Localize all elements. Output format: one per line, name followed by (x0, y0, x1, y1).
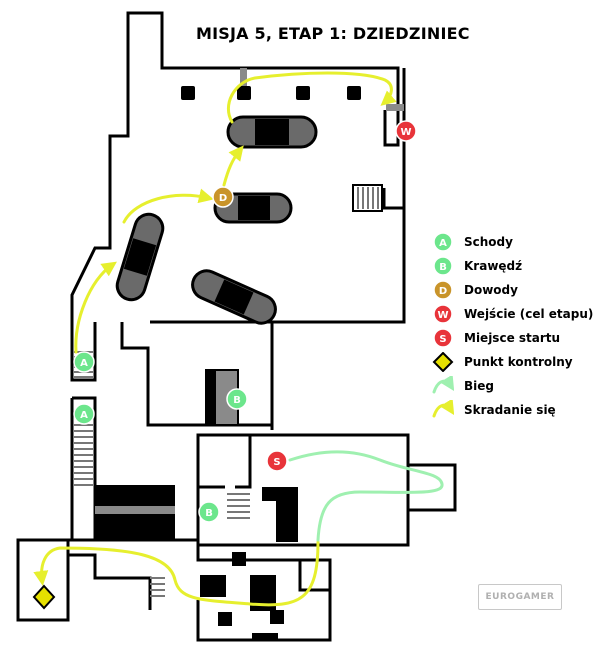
svg-text:W: W (437, 310, 448, 321)
lower-west-corridor (68, 538, 332, 642)
svg-text:B: B (233, 395, 241, 406)
pillar-lower (218, 612, 232, 626)
stairs-west-lower (74, 424, 93, 486)
sneak-path-3 (222, 145, 244, 187)
legend-label: Skradanie się (464, 403, 556, 417)
map-title: MISJA 5, ETAP 1: DZIEDZINIEC (196, 24, 470, 43)
legend-label: Schody (464, 235, 513, 249)
run-arrow-icon (432, 376, 454, 394)
west-wall-lower (70, 322, 97, 382)
legend-label: Dowody (464, 283, 518, 297)
sneak-path-4 (226, 71, 397, 124)
svg-text:A: A (80, 358, 88, 369)
run-paths (288, 450, 444, 542)
marker-w: W (395, 120, 417, 142)
legend-label: Bieg (464, 379, 494, 393)
marker-b-upper: B (226, 388, 248, 410)
checkpoint-diamond-icon (32, 584, 56, 610)
lower-room-east (196, 433, 410, 547)
grey-strip (95, 506, 175, 514)
marker-a-icon: A (433, 232, 453, 252)
lower-room-annex (408, 463, 457, 512)
vehicles (115, 115, 318, 325)
lower-west-floor (68, 553, 152, 610)
legend-item-start: S Miejsce startu (432, 328, 560, 348)
diamond-icon (432, 352, 454, 372)
lower-details (95, 485, 298, 641)
vehicle-2 (213, 192, 293, 224)
black-block-door (276, 487, 298, 542)
doorway-north (240, 68, 247, 90)
pillar (296, 86, 310, 100)
stairs-lower-west (150, 577, 165, 597)
marker-d-icon: D (433, 280, 453, 300)
sneak-paths (33, 71, 397, 607)
marker-a-lower: A (73, 403, 95, 425)
svg-text:W: W (400, 127, 411, 138)
pillar (181, 86, 195, 100)
legend-item-run: Bieg (432, 376, 494, 396)
marker-w-icon: W (433, 304, 453, 324)
legend-label: Miejsce startu (464, 331, 561, 345)
black-block-lower (200, 575, 226, 597)
legend-label: Wejście (cel etapu) (464, 307, 594, 321)
lower-west-room (16, 538, 70, 622)
pillar (347, 86, 361, 100)
upper-walls (70, 11, 406, 542)
pillar (237, 86, 251, 100)
run-path-1 (288, 450, 444, 542)
black-block-small (262, 487, 276, 501)
vehicle-1 (226, 115, 318, 149)
lower-annex-south (298, 560, 330, 592)
sneak-path-2 (122, 188, 214, 224)
map-markers: A A B B D W S (32, 120, 417, 610)
marker-a-upper: A (73, 351, 95, 373)
marker-b-lower: B (198, 501, 220, 523)
marker-s: S (266, 450, 288, 472)
marker-d: D (212, 186, 234, 208)
outer-wall-west (70, 11, 400, 322)
doorway-east (386, 104, 404, 111)
svg-text:B: B (439, 262, 447, 273)
interior-partition (235, 435, 252, 489)
vehicle-4 (115, 212, 165, 302)
inner-wall-east (382, 188, 404, 210)
stairs-lower-mid (227, 493, 250, 519)
south-wing (120, 322, 272, 427)
legend-label: Krawędź (464, 259, 523, 273)
marker-b-icon: B (433, 256, 453, 276)
sneak-path-1 (74, 261, 117, 354)
legend-label: Punkt kontrolny (464, 355, 573, 369)
pillars (181, 86, 361, 100)
black-block-bottom (252, 633, 278, 641)
legend-item-checkpoint: Punkt kontrolny (432, 352, 573, 372)
legend-item-entrance: W Wejście (cel etapu) (432, 304, 593, 324)
sneak-path-5 (33, 540, 320, 607)
legend-item-stairs: A Schody (432, 232, 513, 252)
svg-text:S: S (439, 334, 446, 345)
marker-s-icon: S (433, 328, 453, 348)
eurogamer-watermark: EUROGAMER (478, 584, 562, 610)
stairs-east (352, 184, 383, 212)
svg-text:A: A (80, 410, 88, 421)
sneak-arrow-icon (432, 400, 454, 418)
legend-item-edge: B Krawędź (432, 256, 522, 276)
pillar-lower (232, 552, 246, 566)
vehicle-3 (191, 269, 277, 325)
svg-text:B: B (205, 508, 213, 519)
lower-walls (16, 433, 457, 642)
pillar-lower (270, 610, 284, 624)
legend-item-sneak: Skradanie się (432, 400, 556, 420)
svg-text:D: D (219, 193, 227, 204)
svg-text:D: D (439, 286, 447, 297)
legend-item-evidence: D Dowody (432, 280, 518, 300)
svg-text:A: A (439, 238, 447, 249)
svg-text:S: S (273, 457, 280, 468)
